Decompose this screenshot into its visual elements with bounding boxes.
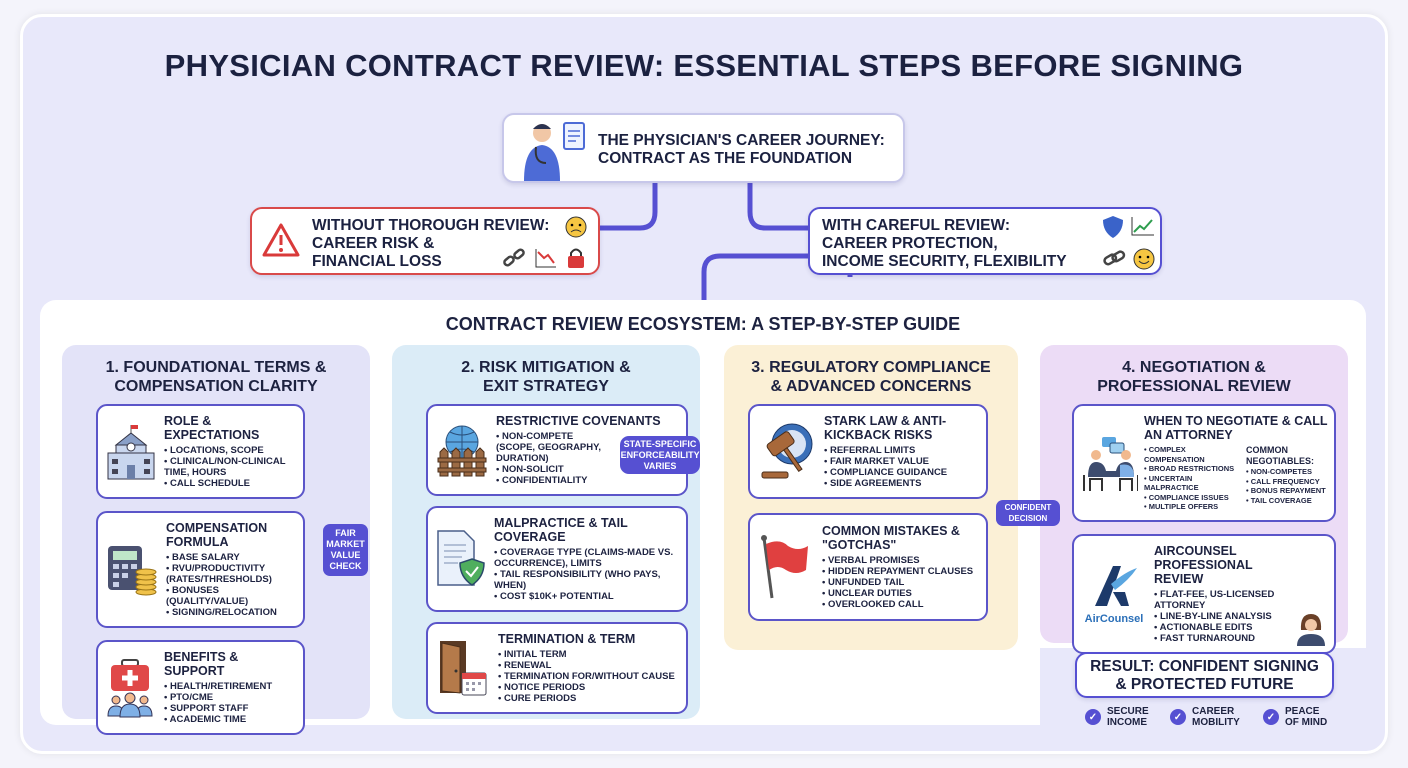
chain-link-icon	[1103, 250, 1126, 266]
card-compensation-formula: COMPENSATION FORMULA BASE SALARYRVU/PROD…	[96, 511, 305, 628]
common-negotiables: COMMON NEGOTIABLES: NON-COMPETESCALL FRE…	[1246, 445, 1328, 512]
card-aircounsel-review: AirCounsel AIRCOUNSEL PROFESSIONAL REVIE…	[1072, 533, 1336, 654]
aircounsel-logo-text: AirCounsel	[1084, 613, 1144, 625]
card-items: COVERAGE TYPE (CLAIMS-MADE VS. OCCURRENC…	[494, 547, 680, 602]
lock-icon	[568, 248, 584, 268]
document-shield-icon	[437, 530, 485, 586]
physician-icon	[524, 122, 585, 181]
card-items: LOCATIONS, SCOPECLINICAL/NON-CLINICAL TI…	[164, 445, 297, 489]
card-items: FLAT-FEE, US-LICENSED ATTORNEYLINE-BY-LI…	[1154, 589, 1294, 644]
card-when-to-negotiate: WHEN TO NEGOTIATE & CALL AN ATTORNEY COM…	[1072, 404, 1336, 522]
career-journey-box: THE PHYSICIAN'S CAREER JOURNEY:CONTRACT …	[502, 113, 905, 183]
medical-kit-icon	[107, 658, 153, 717]
card-termination-term: TERMINATION & TERM INITIAL TERMRENEWALTE…	[426, 622, 688, 714]
without-review-box: WITHOUT THOROUGH REVIEW:CAREER RISK &FIN…	[250, 207, 600, 275]
card-items: BASE SALARYRVU/PRODUCTIVITY (RATES/THRES…	[166, 552, 297, 618]
building-icon	[107, 424, 155, 479]
card-title: TERMINATION & TERM	[498, 632, 636, 646]
chart-up-icon	[1131, 217, 1154, 236]
column-4-title: 4. NEGOTIATION &PROFESSIONAL REVIEW	[1097, 359, 1291, 395]
sad-face-icon	[565, 216, 587, 238]
card-malpractice-tail: MALPRACTICE & TAIL COVERAGE COVERAGE TYP…	[426, 506, 688, 612]
column-1-cards: ROLE & EXPECTATIONS LOCATIONS, SCOPECLIN…	[96, 404, 305, 735]
card-body: MALPRACTICE & TAIL COVERAGE COVERAGE TYP…	[494, 516, 680, 602]
card-common-mistakes: COMMON MISTAKES & "GOTCHAS" VERBAL PROMI…	[748, 513, 988, 621]
state-specific-badge: STATE-SPECIFIC ENFORCEABILITY VARIES	[620, 436, 700, 474]
card-items: HEALTH/RETIREMENTPTO/CMESUPPORT STAFFACA…	[164, 681, 297, 725]
result-box: RESULT: CONFIDENT SIGNING& PROTECTED FUT…	[1075, 652, 1334, 698]
card-body: ROLE & EXPECTATIONS LOCATIONS, SCOPECLIN…	[164, 414, 297, 489]
card-title: BENEFITS & SUPPORT	[164, 650, 239, 678]
happy-face-icon	[1133, 248, 1155, 270]
card-title: COMPENSATION FORMULA	[166, 521, 268, 549]
check-icon: ✓	[1085, 709, 1101, 725]
card-items: NON-COMPETE (SCOPE, GEOGRAPHY, DURATION)…	[496, 431, 610, 486]
journey-title: THE PHYSICIAN'S CAREER JOURNEY:CONTRACT …	[598, 132, 885, 167]
calculator-coins-icon	[108, 545, 157, 595]
card-body: RESTRICTIVE COVENANTS NON-COMPETE (SCOPE…	[496, 414, 661, 486]
page-title: PHYSICIAN CONTRACT REVIEW: ESSENTIAL STE…	[164, 48, 1244, 83]
check-icon: ✓	[1263, 709, 1279, 725]
red-flag-icon	[761, 535, 808, 599]
column-3-cards: STARK LAW & ANTI-KICKBACK RISKS REFERRAL…	[748, 404, 988, 621]
shield-icon	[1103, 216, 1123, 238]
card-title: STARK LAW & ANTI-KICKBACK RISKS	[824, 414, 947, 442]
card-stark-law: STARK LAW & ANTI-KICKBACK RISKS REFERRAL…	[748, 404, 988, 499]
card-items: INITIAL TERMRENEWALTERMINATION FOR/WITHO…	[498, 649, 680, 704]
confident-decision-badge: CONFIDENT DECISION	[996, 500, 1060, 526]
chart-down-icon	[535, 249, 556, 268]
card-items: VERBAL PROMISESHIDDEN REPAYMENT CLAUSESU…	[822, 555, 980, 610]
card-title: MALPRACTICE & TAIL COVERAGE	[494, 516, 628, 544]
card-body: COMPENSATION FORMULA BASE SALARYRVU/PROD…	[166, 521, 297, 618]
card-title: ROLE & EXPECTATIONS	[164, 414, 260, 442]
card-body: TERMINATION & TERM INITIAL TERMRENEWALTE…	[498, 632, 680, 704]
connector-journey-without	[600, 183, 658, 231]
card-items: COMPLEX COMPENSATIONBROAD RESTRICTIONSUN…	[1144, 445, 1240, 512]
column-3-title: 3. REGULATORY COMPLIANCE& ADVANCED CONCE…	[751, 359, 991, 395]
common-negotiables-title: COMMON NEGOTIABLES:	[1246, 445, 1315, 466]
door-calendar-icon	[440, 641, 487, 696]
meeting-icon	[1083, 436, 1138, 491]
gavel-icon	[761, 423, 813, 478]
ecosystem-title: CONTRACT REVIEW ECOSYSTEM: A STEP-BY-STE…	[445, 314, 961, 334]
attorney-avatar-icon	[1297, 613, 1325, 646]
card-title: AIRCOUNSEL PROFESSIONAL REVIEW	[1154, 543, 1253, 586]
card-body: BENEFITS & SUPPORT HEALTH/RETIREMENTPTO/…	[164, 650, 297, 725]
warning-icon	[262, 223, 300, 257]
aircounsel-logo	[1095, 566, 1137, 606]
connector-journey-with	[747, 183, 808, 231]
card-title: RESTRICTIVE COVENANTS	[496, 414, 661, 428]
card-items: REFERRAL LIMITSFAIR MARKET VALUECOMPLIAN…	[824, 445, 980, 489]
column-4-cards: WHEN TO NEGOTIATE & CALL AN ATTORNEY COM…	[1072, 404, 1336, 654]
fair-market-value-badge: FAIR MARKET VALUE CHECK	[323, 524, 368, 576]
column-2-cards: RESTRICTIVE COVENANTS NON-COMPETE (SCOPE…	[426, 404, 688, 714]
card-body: AIRCOUNSEL PROFESSIONAL REVIEW FLAT-FEE,…	[1154, 544, 1294, 644]
card-body: COMMON MISTAKES & "GOTCHAS" VERBAL PROMI…	[822, 524, 980, 610]
card-body: WHEN TO NEGOTIATE & CALL AN ATTORNEY COM…	[1144, 414, 1328, 512]
card-role-expectations: ROLE & EXPECTATIONS LOCATIONS, SCOPECLIN…	[96, 404, 305, 499]
globe-fence-icon	[437, 425, 487, 477]
card-title: COMMON MISTAKES & "GOTCHAS"	[822, 524, 960, 552]
column-1-title: 1. FOUNDATIONAL TERMS &COMPENSATION CLAR…	[105, 359, 327, 395]
negotiate-lists: COMPLEX COMPENSATIONBROAD RESTRICTIONSUN…	[1144, 445, 1328, 512]
card-body: STARK LAW & ANTI-KICKBACK RISKS REFERRAL…	[824, 414, 980, 489]
with-review-box: WITH CAREFUL REVIEW:CAREER PROTECTION,IN…	[808, 207, 1162, 275]
result-text: RESULT: CONFIDENT SIGNING& PROTECTED FUT…	[1090, 658, 1319, 693]
card-benefits-support: BENEFITS & SUPPORT HEALTH/RETIREMENTPTO/…	[96, 640, 305, 735]
without-review-text: WITHOUT THOROUGH REVIEW:CAREER RISK &FIN…	[312, 217, 550, 270]
column-2-title: 2. RISK MITIGATION &EXIT STRATEGY	[461, 359, 631, 395]
card-title: WHEN TO NEGOTIATE & CALL AN ATTORNEY	[1144, 414, 1328, 442]
with-review-text: WITH CAREFUL REVIEW:CAREER PROTECTION,IN…	[822, 217, 1067, 270]
check-icon: ✓	[1170, 709, 1186, 725]
common-negotiables-items: NON-COMPETESCALL FREQUENCYBONUS REPAYMEN…	[1246, 467, 1328, 505]
broken-chain-icon	[503, 248, 525, 267]
aircounsel-logo-block: AirCounsel	[1082, 562, 1146, 625]
